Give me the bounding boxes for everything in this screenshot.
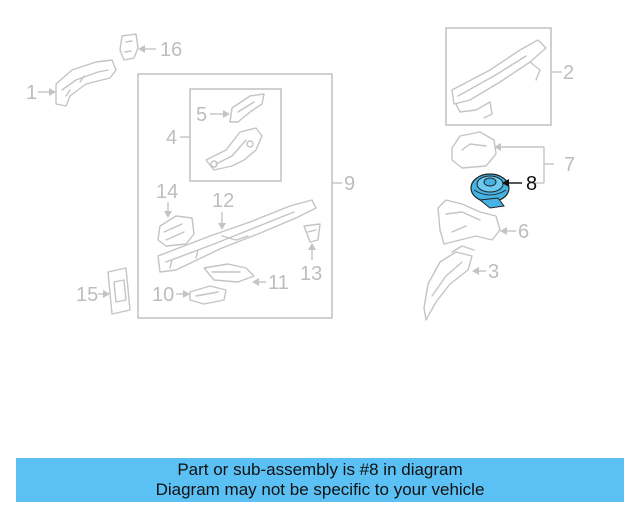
group-9-box: [137, 73, 333, 319]
callout-2-label: 2: [563, 62, 574, 84]
callout-11-label: 11: [268, 272, 289, 294]
part-2-rail: [451, 39, 547, 119]
part-4-reinforcement: [205, 127, 263, 171]
part-8-spring-seat-highlighted[interactable]: [470, 173, 510, 209]
banner-line-2: Diagram may not be specific to your vehi…: [155, 480, 485, 499]
callout-8[interactable]: 8: [502, 173, 537, 195]
callout-9[interactable]: 9: [332, 173, 355, 195]
callout-2[interactable]: 2: [551, 62, 574, 84]
callout-6-label: 6: [518, 221, 529, 243]
part-13-bracket: [303, 223, 321, 243]
callout-9-label: 9: [344, 173, 355, 195]
callout-14[interactable]: 14: [156, 181, 178, 218]
callout-14-label: 14: [156, 181, 178, 203]
callout-1-label: 1: [26, 82, 37, 104]
part-11-plate: [203, 263, 255, 283]
callout-16-label: 16: [160, 39, 182, 61]
callout-7[interactable]: 7: [494, 143, 575, 184]
part-1-rail-extension: [55, 59, 117, 107]
callout-15-label: 15: [76, 284, 98, 306]
info-banner: Part or sub-assembly is #8 in diagram Di…: [16, 458, 624, 502]
part-15-bracket: [107, 267, 131, 315]
banner-line-1: Part or sub-assembly is #8 in diagram: [177, 460, 463, 479]
callout-11[interactable]: 11: [252, 272, 289, 294]
part-12-frame-rail: [157, 199, 317, 273]
group-4-box: [189, 88, 282, 182]
parts-diagram: 16 1 9 4 5: [26, 27, 575, 321]
callout-13[interactable]: 13: [300, 243, 322, 285]
callout-6[interactable]: 6: [500, 221, 529, 243]
callout-15[interactable]: 15: [76, 284, 110, 306]
callout-10[interactable]: 10: [152, 284, 190, 306]
part-10-plate: [189, 285, 227, 305]
part-5-bracket: [229, 93, 265, 123]
callout-8-label: 8: [526, 173, 537, 195]
callout-4-label: 4: [166, 127, 177, 149]
callout-3-label: 3: [488, 261, 499, 283]
callout-5-label: 5: [196, 104, 207, 126]
part-6-tower: [437, 199, 501, 245]
part-3-apron: [423, 245, 475, 321]
callout-3[interactable]: 3: [472, 261, 499, 283]
callout-13-label: 13: [300, 263, 322, 285]
callout-12[interactable]: 12: [212, 190, 234, 230]
callout-12-label: 12: [212, 190, 234, 212]
callout-16[interactable]: 16: [138, 39, 182, 61]
callout-10-label: 10: [152, 284, 174, 306]
part-7-housing: [451, 131, 497, 169]
callout-7-label: 7: [564, 154, 575, 176]
part-16-bracket: [119, 33, 139, 61]
callout-5[interactable]: 5: [196, 104, 230, 126]
callout-4[interactable]: 4: [166, 127, 190, 149]
part-14-bracket: [157, 215, 195, 247]
group-2-box: [445, 27, 552, 126]
callout-1[interactable]: 1: [26, 82, 56, 104]
